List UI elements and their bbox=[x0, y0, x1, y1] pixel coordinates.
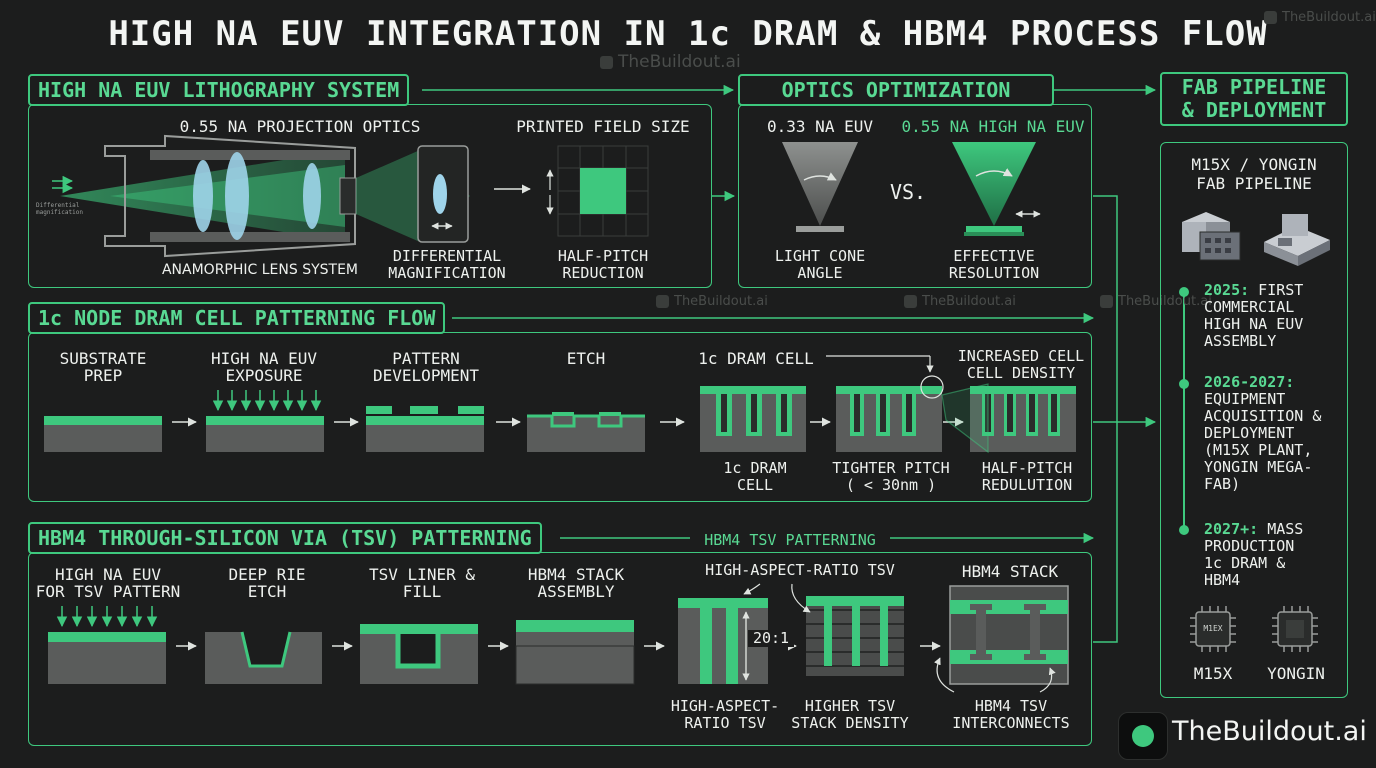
cone-angle-label: LIGHT CONE ANGLE bbox=[774, 247, 866, 282]
lens-system-label: ANAMORPHIC LENS SYSTEM bbox=[161, 262, 359, 278]
dram-development bbox=[366, 406, 484, 452]
tighter-pitch-label: TIGHTER PITCH ( < 30nm ) bbox=[832, 459, 950, 494]
watermark-logo-icon bbox=[600, 55, 613, 69]
dram-step-label: HIGH NA EUV EXPOSURE bbox=[211, 349, 317, 385]
optics-section-tag: OPTICS OPTIMIZATION bbox=[738, 74, 1054, 106]
hbm-step-label: HIGH NA EUV FOR TSV PATTERN bbox=[35, 565, 181, 601]
watermark: TheBuildout.ai bbox=[1264, 10, 1376, 25]
dram-section-tag: 1c NODE DRAM CELL PATTERNING FLOW bbox=[28, 302, 446, 334]
magnify-callout bbox=[826, 355, 989, 454]
dram-cell-1 bbox=[700, 386, 806, 452]
dram-step-label: PATTERN DEVELOPMENT bbox=[373, 349, 479, 385]
cone-033-icon bbox=[782, 142, 858, 232]
har-tsv-bottom-label: HIGH-ASPECT- RATIO TSV bbox=[670, 697, 780, 732]
hbm-panel bbox=[28, 552, 1092, 746]
litho-section-tag: HIGH NA EUV LITHOGRAPHY SYSTEM bbox=[28, 74, 410, 106]
hbm4-stack-diagram bbox=[934, 585, 1069, 693]
interconnects-label: HBM4 TSV INTERCONNECTS bbox=[952, 697, 1070, 732]
dram-cell-2 bbox=[836, 386, 942, 452]
watermark-logo-icon bbox=[1100, 295, 1113, 308]
watermark-logo-icon bbox=[656, 295, 669, 308]
watermark: TheBuildout.ai bbox=[1100, 294, 1212, 309]
watermark-logo-icon bbox=[1264, 11, 1277, 24]
dram-step-label: ETCH bbox=[566, 349, 606, 368]
watermark: TheBuildout.ai bbox=[656, 294, 768, 309]
watermark: TheBuildout.ai bbox=[904, 294, 1016, 309]
resolution-label: EFFECTIVE RESOLUTION bbox=[948, 247, 1040, 282]
hbm-euv-step bbox=[48, 606, 166, 684]
watermark-logo-icon bbox=[904, 295, 917, 308]
dram-etch bbox=[527, 412, 645, 452]
hbm-stack-assembly bbox=[515, 620, 635, 685]
brand-logo-icon bbox=[1118, 712, 1168, 760]
chip-m15x-label: M15X bbox=[1193, 664, 1233, 683]
diff-mag-label: DIFFERENTIAL MAGNIFICATION bbox=[388, 247, 506, 282]
hbm-rie-etch bbox=[205, 631, 322, 684]
chip-yongin-label: YONGIN bbox=[1267, 664, 1325, 683]
timeline-item: 2025: FIRST COMMERCIAL HIGH NA EUV ASSEM… bbox=[1204, 281, 1304, 350]
cell-density-label: INCREASED CELL CELL DENSITY bbox=[957, 347, 1085, 382]
brand-name: TheBuildout.ai bbox=[1172, 716, 1367, 747]
higher-density-label: HIGHER TSV STACK DENSITY bbox=[791, 697, 909, 732]
fab-pipeline-label: M15X / YONGIN FAB PIPELINE bbox=[1191, 155, 1317, 193]
chip-mark: M1EX bbox=[1203, 624, 1223, 633]
fab-section-tag: FAB PIPELINE & DEPLOYMENT bbox=[1160, 72, 1348, 126]
fab-machine-icon bbox=[1264, 214, 1330, 266]
hbm-step-label: DEEP RIE ETCH bbox=[228, 565, 306, 601]
dram-cell-title: 1c DRAM CELL bbox=[698, 349, 814, 368]
dram-substrate-prep bbox=[44, 416, 162, 452]
dram-panel bbox=[28, 332, 1092, 502]
half-pitch-label: HALF-PITCH REDUCTION bbox=[557, 247, 649, 282]
cone-055-icon bbox=[952, 142, 1041, 236]
chip-m15x-icon bbox=[1190, 606, 1236, 652]
hbm-section-tag: HBM4 THROUGH-SILICON VIA (TSV) PATTERNIN… bbox=[28, 522, 542, 554]
dram-exposure bbox=[206, 390, 324, 452]
field-size-label: PRINTED FIELD SIZE bbox=[516, 117, 690, 136]
har-tsv-top-label: HIGH-ASPECT-RATIO TSV bbox=[705, 561, 895, 579]
hbm-higher-density bbox=[791, 583, 904, 676]
projection-optics-label: 0.55 NA PROJECTION OPTICS bbox=[179, 117, 421, 136]
timeline-item: 2027+: MASS PRODUCTION 1c DRAM & HBM4 bbox=[1204, 520, 1304, 589]
hbm-sub-title: HBM4 TSV PATTERNING bbox=[704, 531, 876, 549]
chip-yongin-icon bbox=[1272, 606, 1318, 652]
na-033-label: 0.33 NA EUV bbox=[767, 117, 873, 136]
hbm-step-label: HBM4 STACK ASSEMBLY bbox=[527, 565, 625, 601]
na-055-label: 0.55 NA HIGH NA EUV bbox=[901, 117, 1085, 136]
dram-step-label: SUBSTRATE PREP bbox=[59, 349, 147, 385]
hbm4-stack-label: HBM4 STACK bbox=[961, 562, 1059, 581]
watermark: TheBuildout.ai bbox=[600, 52, 741, 72]
half-pitch-reduction-label: HALF-PITCH REDULUTION bbox=[981, 459, 1073, 494]
section-connectors bbox=[422, 84, 1157, 643]
aspect-ratio-label: 20:1 bbox=[748, 630, 794, 647]
tiny-note: Differential magnification bbox=[36, 202, 83, 216]
versus-label: VS. bbox=[889, 180, 927, 204]
printed-field bbox=[580, 168, 626, 214]
fab-panel bbox=[1160, 142, 1348, 698]
hbm-step-label: TSV LINER & FILL bbox=[369, 565, 475, 601]
fab-building-icon bbox=[1182, 212, 1241, 261]
page-title: HIGH NA EUV INTEGRATION IN 1c DRAM & HBM… bbox=[108, 14, 1268, 54]
anamorphic-lens-illustration bbox=[52, 134, 531, 258]
hbm-liner-fill bbox=[360, 624, 478, 684]
timeline-item: 2026-2027: EQUIPMENT ACQUISITION & DEPLO… bbox=[1204, 373, 1322, 493]
dram-cell-label: 1c DRAM CELL bbox=[723, 459, 787, 494]
